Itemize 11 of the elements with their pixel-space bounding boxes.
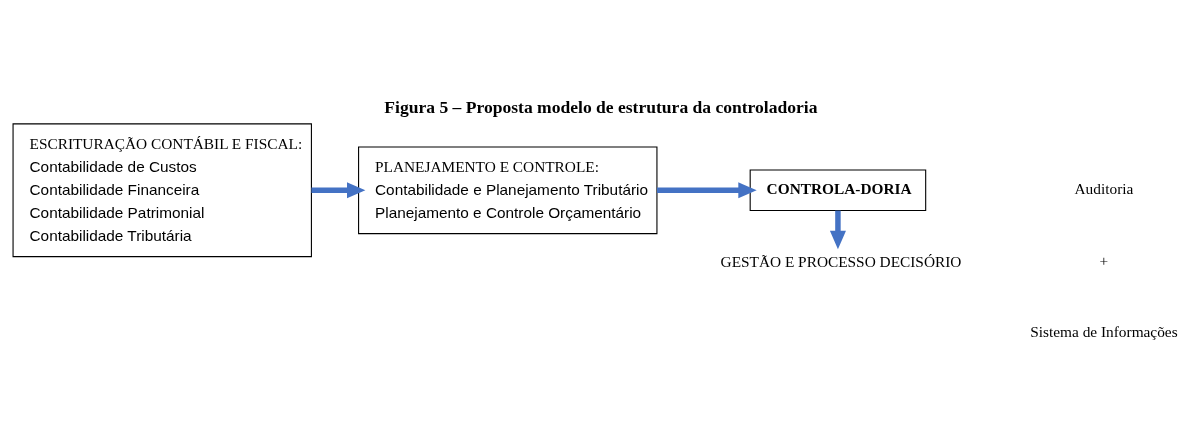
- label: Auditoria: [1074, 180, 1134, 198]
- node-box: PLANEJAMENTO E CONTROLE: Contabilidade e Planejamento Tributário Planejamento e Controle Orçamentário: [358, 146, 658, 235]
- node-text: GESTÃO E PROCESSO DECISÓRIO: [720, 253, 962, 271]
- arrow: [657, 182, 757, 199]
- node-box: ESCRITURAÇÃO CONTÁBIL E FISCAL: Contabilidade de Custos Contabilidade Financeira Contabilidade Patrimonial Contabilidade Tributária: [12, 123, 312, 258]
- label: Sistema de Informações: [1030, 322, 1178, 340]
- arrow: [829, 210, 846, 250]
- arrow: [311, 182, 366, 199]
- diagram-title: Figura 5 – Proposta modelo de estrutura da controladoria: [384, 96, 818, 117]
- node-box: CONTROLA-DORIA: [749, 169, 927, 212]
- label: +: [1099, 251, 1109, 269]
